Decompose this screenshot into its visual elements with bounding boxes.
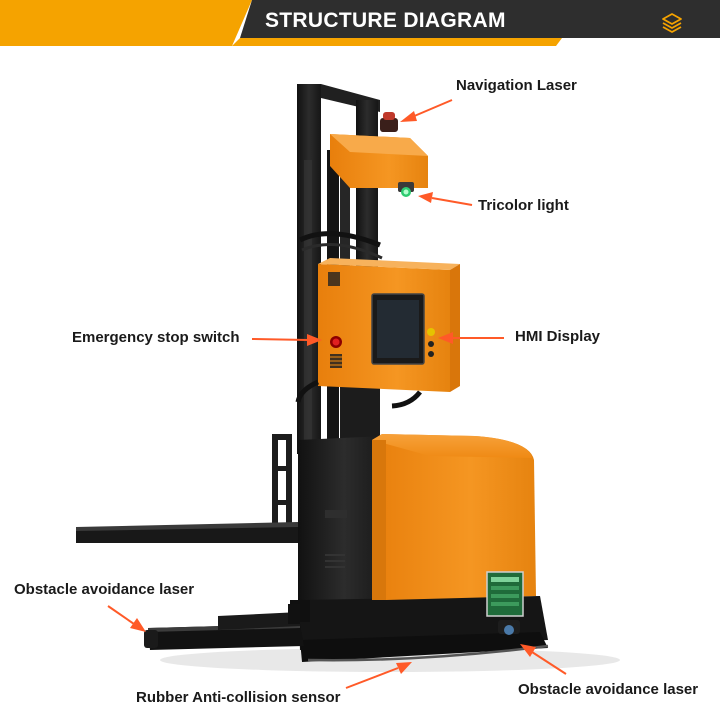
header-banner: STRUCTURE DIAGRAM bbox=[0, 0, 720, 46]
arrow-obstacle-laser-left bbox=[107, 605, 146, 632]
header-accent-band bbox=[0, 0, 252, 46]
outrigger-legs bbox=[144, 604, 304, 650]
label-navigation-laser: Navigation Laser bbox=[456, 77, 577, 94]
orange-body-cover bbox=[372, 434, 536, 600]
label-rubber-anti-collision-sensor: Rubber Anti-collision sensor bbox=[136, 689, 341, 706]
arrow-navigation-laser bbox=[400, 99, 453, 122]
page-title: STRUCTURE DIAGRAM bbox=[265, 9, 506, 32]
fork-carriage bbox=[76, 434, 298, 543]
rubber-anti-collision-strip bbox=[307, 644, 549, 662]
header-background bbox=[0, 0, 720, 46]
label-obstacle-avoidance-laser-right: Obstacle avoidance laser bbox=[518, 681, 699, 698]
label-obstacle-avoidance-laser-left: Obstacle avoidance laser bbox=[14, 581, 195, 598]
arrow-obstacle-laser-right bbox=[520, 644, 567, 675]
green-status-panel bbox=[486, 571, 524, 617]
label-emergency-stop-switch: Emergency stop switch bbox=[72, 329, 240, 346]
label-hmi-display: HMI Display bbox=[515, 328, 601, 345]
arrow-emergency-stop bbox=[251, 334, 322, 346]
hmi-control-box bbox=[295, 258, 460, 409]
arrow-tricolor-light bbox=[418, 192, 473, 206]
layers-icon bbox=[662, 13, 682, 33]
label-tricolor-light: Tricolor light bbox=[478, 197, 569, 214]
arrow-rubber-sensor bbox=[345, 662, 412, 689]
annotation-arrows bbox=[107, 99, 567, 689]
arrow-hmi-display bbox=[438, 332, 504, 344]
header-dark-band bbox=[240, 0, 720, 38]
base-platform bbox=[300, 620, 549, 662]
fork-arm bbox=[76, 527, 298, 543]
navigation-laser-unit bbox=[330, 112, 428, 197]
